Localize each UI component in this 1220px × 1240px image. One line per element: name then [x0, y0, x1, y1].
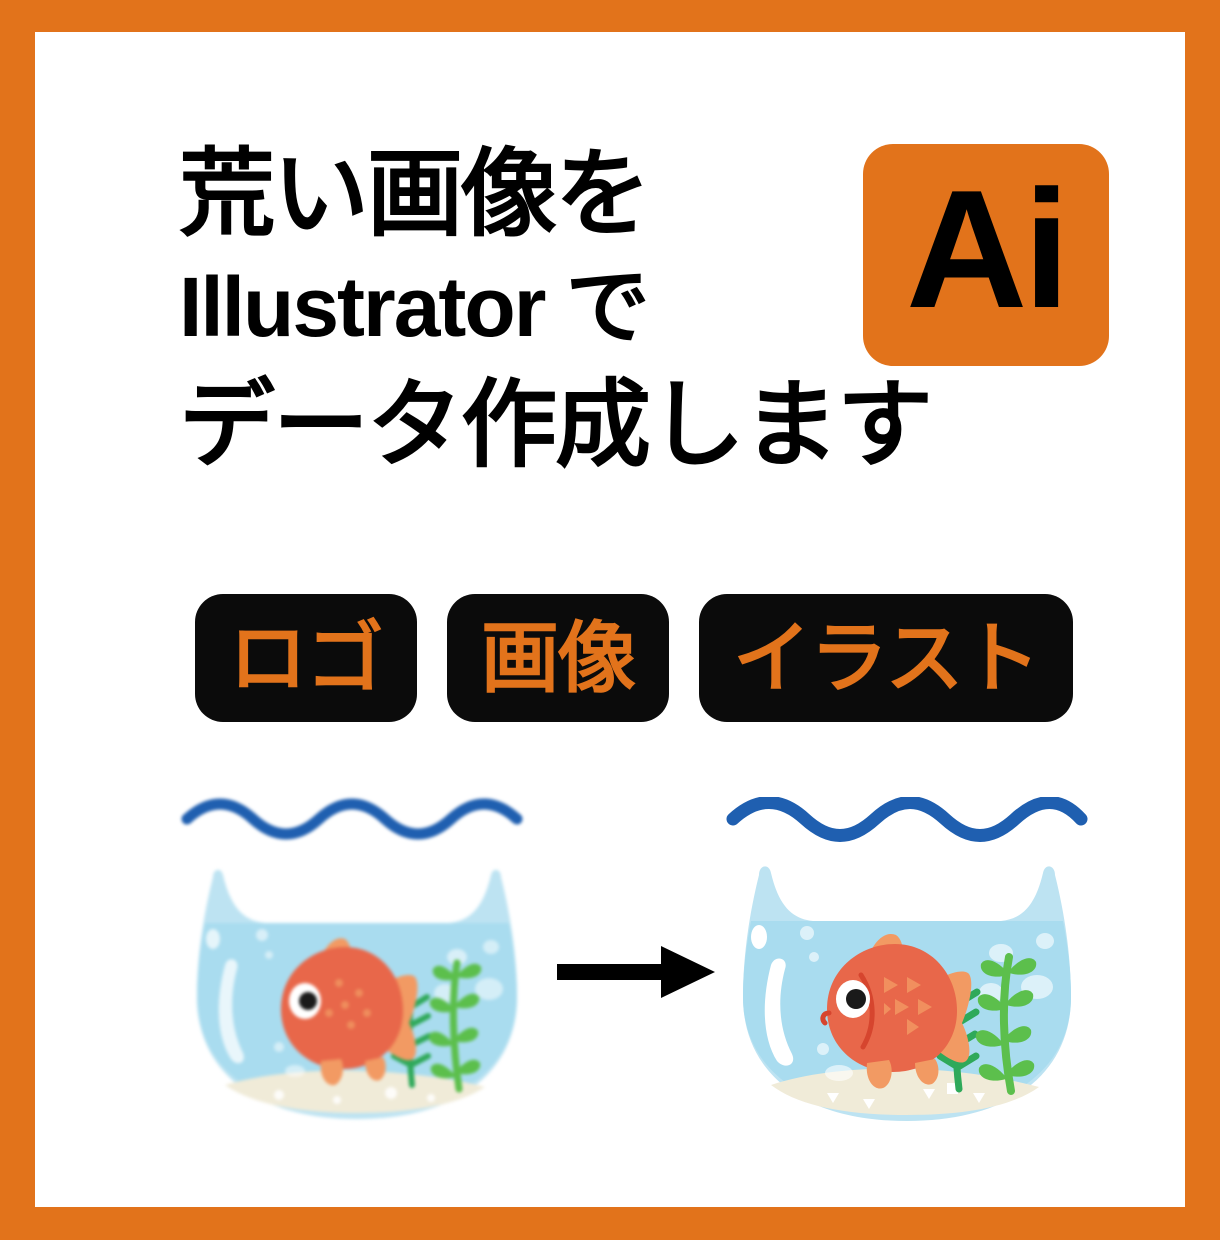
fish-eye-pupil-before [299, 992, 317, 1010]
fish-scale-triangle [895, 999, 909, 1015]
bubble [256, 929, 268, 941]
goldfish-before [281, 938, 418, 1086]
bubble [1036, 933, 1054, 949]
fish-belly-fin-2-before [365, 1057, 386, 1081]
fish-scale-triangle [907, 1019, 919, 1035]
fish-scale-triangle [884, 1003, 891, 1015]
sand-speck [427, 1094, 435, 1102]
bubble [817, 1043, 829, 1055]
bubble [447, 949, 467, 965]
glass-highlight-before [218, 959, 244, 1064]
goldfish-after [820, 933, 972, 1089]
fish-gill-line-after [858, 972, 875, 1050]
before-after-illustration [35, 796, 1185, 1147]
bubble [285, 1065, 305, 1077]
headline-line-2: Illustrator で [179, 260, 650, 354]
fish-scale-dot [335, 979, 343, 987]
water-wave-line-after [726, 796, 1088, 842]
fishbowl-after-graphic [726, 796, 1088, 1121]
ai-badge-label: Ai [906, 155, 1070, 343]
sand-speck [947, 1083, 958, 1094]
water-wave-line-before [181, 798, 523, 840]
fish-eye-pupil-after [846, 989, 866, 1009]
bubble [825, 1065, 853, 1081]
fish-scale-dot [341, 1001, 349, 1009]
fishbowl-before [169, 797, 545, 1137]
tag-pill-logo-label: ロゴ [229, 614, 384, 702]
fish-scale-dot [347, 1021, 355, 1029]
sand-speck [923, 1089, 935, 1099]
tag-pill-row: ロゴ 画像 イラスト [195, 594, 1074, 722]
headline-line-3: データ作成します [179, 372, 933, 479]
fish-belly-fin-before [320, 1059, 343, 1086]
sand-speck [827, 1093, 839, 1103]
bowl-sand-before [225, 1070, 485, 1113]
bubble [483, 940, 499, 954]
tag-pill-logo: ロゴ [195, 594, 418, 722]
headline-line-1: 荒い画像を [179, 141, 651, 248]
tag-pill-image-label: 画像 [481, 614, 636, 702]
fish-mouth-after [820, 1010, 832, 1026]
bubble [809, 952, 819, 962]
bubble [265, 951, 273, 959]
fish-belly-fin-after [866, 1060, 892, 1089]
tag-pill-image: 画像 [447, 594, 670, 722]
arrow-right-icon [557, 946, 715, 998]
fishbowl-after [719, 796, 1095, 1137]
glass-highlight-after [764, 958, 794, 1066]
fish-scale-dot [355, 989, 363, 997]
aquatic-plant-large-before [428, 959, 482, 1093]
banner-content-area: 荒い画像を Illustrator で データ作成します Ai ロゴ 画像 イラ… [35, 32, 1185, 1207]
fishbowl-before-graphic [181, 798, 523, 1119]
fish-scale-dot [363, 1009, 371, 1017]
fish-scale-triangle [918, 999, 932, 1015]
glass-highlight-dot [206, 929, 220, 949]
fish-belly-fin-2-after [915, 1059, 939, 1085]
sand-speck [333, 1096, 341, 1104]
bubble [475, 978, 503, 1000]
sand-speck [385, 1087, 397, 1099]
bubble [274, 1042, 284, 1052]
fish-scale-triangle [884, 977, 898, 993]
tag-pill-illustration: イラスト [699, 594, 1074, 722]
sand-speck [863, 1099, 875, 1109]
headline-block: 荒い画像を Illustrator で データ作成します [179, 136, 1079, 486]
tag-pill-illustration-label: イラスト [733, 614, 1040, 702]
sand-speck [274, 1090, 284, 1100]
fish-body-before [281, 947, 403, 1069]
glass-highlight-dot [751, 925, 767, 949]
aquatic-plant-large-after [975, 953, 1037, 1095]
fish-scale-dot [325, 1009, 333, 1017]
sand-speck [973, 1093, 985, 1103]
fish-scale-triangle [907, 977, 921, 993]
transform-arrow [555, 942, 720, 1002]
illustrator-ai-badge: Ai [863, 144, 1109, 366]
bubble [800, 926, 814, 940]
